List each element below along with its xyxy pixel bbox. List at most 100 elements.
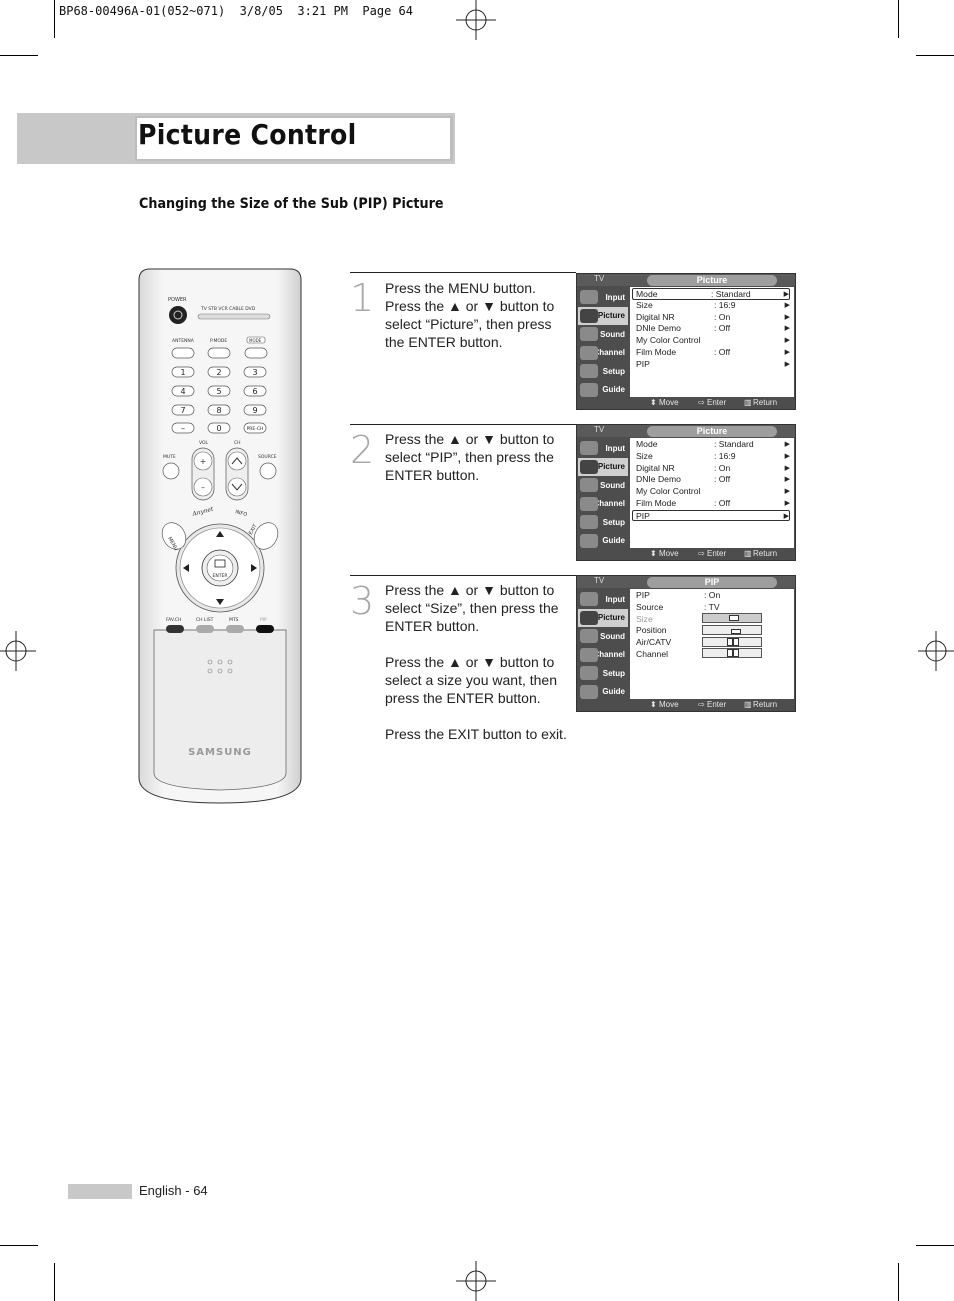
menu-category-icon — [580, 496, 598, 511]
osd-help-bar: ⬍ Move⇨ Enter▥ Return — [629, 398, 795, 410]
osd-help-enter: Enter — [707, 549, 727, 558]
instruction-paragraph: Press the MENU button. Press the ▲ or ▼ … — [385, 280, 555, 350]
arrow-right-icon: ▶ — [784, 337, 790, 345]
osd-sidebar-label: Input — [605, 292, 625, 302]
menu-category-icon — [580, 647, 598, 662]
osd-row-value: : 16:9 — [714, 299, 736, 310]
osd-row-value: : On — [714, 462, 731, 473]
menu-category-icon — [580, 327, 598, 341]
osd-row-label: Size — [636, 613, 653, 624]
menu-category-icon — [580, 345, 598, 360]
remote-control-illustration: POWER TV STB VCR CABLE DVD ANTENNA P.MOD… — [138, 268, 302, 804]
osd-menu-row: PIP▶ — [632, 509, 790, 522]
osd-menu-row: Mode: Standard▶ — [636, 439, 790, 451]
osd-row-label: PIP — [636, 590, 650, 600]
osd-row-value: : On — [714, 311, 731, 322]
osd-row-label: Air/CATV — [636, 637, 672, 648]
osd-sidebar-item: Input — [578, 439, 628, 458]
osd-tv-label: TV — [594, 576, 605, 585]
menu-category-icon — [580, 533, 598, 548]
osd-help-enter: Enter — [707, 398, 727, 407]
osd-menu-row: PIP: On — [636, 590, 790, 602]
osd-help-bar: ⬍ Move⇨ Enter▥ Return — [629, 700, 795, 712]
pip-size-icon — [702, 637, 762, 647]
osd-menu-row: My Color Control▶ — [636, 335, 790, 347]
osd-sidebar-label: Sound — [600, 480, 625, 490]
osd-menu-title: PIP — [647, 577, 777, 588]
osd-row-value: : Standard — [711, 289, 751, 299]
mode-button[interactable] — [244, 347, 268, 359]
crop-mark — [0, 1245, 38, 1246]
osd-sidebar-item: Picture — [578, 306, 628, 325]
menu-category-icon — [580, 610, 598, 625]
osd-sidebar-item: Channel — [578, 495, 628, 514]
osd-sidebar-item: Input — [578, 590, 628, 609]
menu-category-icon — [580, 629, 598, 643]
osd-sidebar-label: Picture — [597, 311, 625, 321]
registration-mark-left — [0, 631, 36, 671]
arrow-right-icon: ▶ — [784, 464, 790, 472]
osd-menu-row: Film Mode: Off▶ — [636, 347, 790, 359]
osd-menu-row: My Color Control▶ — [636, 486, 790, 498]
osd-menu-panel: Mode: Standard▶Size: 16:9▶Digital NR: On… — [630, 438, 794, 548]
svg-text:MTS: MTS — [229, 617, 239, 623]
svg-text:CH LIST: CH LIST — [196, 617, 214, 623]
svg-text:4: 4 — [180, 387, 185, 396]
footer-band — [68, 1184, 132, 1199]
enter-icon: ⇨ — [698, 549, 705, 558]
registration-mark-top — [456, 0, 496, 40]
osd-sidebar-label: Guide — [602, 536, 625, 546]
osd-menu-row: Mode: Standard▶ — [632, 288, 790, 300]
pmode-button[interactable] — [207, 347, 231, 359]
osd-menu-panel: Mode: Standard▶Size: 16:9▶Digital NR: On… — [630, 287, 794, 397]
osd-sidebar-label: Sound — [600, 631, 625, 641]
osd-sidebar-item: Picture — [578, 457, 628, 476]
svg-text:SOURCE: SOURCE — [258, 454, 277, 460]
osd-help-enter: Enter — [707, 700, 727, 709]
power-button[interactable] — [169, 306, 187, 324]
return-icon: ▥ — [744, 398, 752, 407]
arrow-right-icon: ▶ — [783, 512, 789, 520]
svg-text:VOL: VOL — [199, 440, 209, 446]
crop-mark — [916, 1245, 954, 1246]
step-2-rule — [350, 424, 576, 425]
return-icon: ▥ — [744, 549, 752, 558]
menu-category-icon — [580, 441, 598, 455]
step-1-rule — [350, 272, 576, 273]
step-2-text: Press the ▲ or ▼ button to select “PIP”,… — [385, 430, 571, 502]
osd-menu-row: Size — [636, 614, 790, 626]
step-number: 2 — [350, 428, 375, 472]
antenna-button[interactable] — [171, 347, 195, 359]
instruction-paragraph: Press the ▲ or ▼ button to select a size… — [385, 654, 557, 706]
osd-row-label: Source — [636, 601, 664, 612]
osd-sidebar-label: Setup — [602, 366, 625, 376]
menu-category-icon — [580, 382, 598, 397]
osd-row-value: : Off — [714, 474, 731, 485]
enter-icon: ⇨ — [698, 398, 705, 407]
osd-row-label: Digital NR — [636, 311, 675, 322]
svg-text:FAV.CH: FAV.CH — [166, 617, 181, 623]
osd-menu-row: Channel — [636, 649, 790, 661]
power-label: POWER — [168, 297, 187, 303]
svg-text:ENTER: ENTER — [213, 573, 228, 579]
instruction-paragraph: Press the EXIT button to exit. — [385, 726, 567, 742]
svg-text:PIP: PIP — [260, 617, 267, 623]
osd-row-label: Size — [636, 450, 653, 461]
step-number: 3 — [350, 579, 375, 623]
osd-row-value: : Off — [714, 323, 731, 334]
svg-text:1: 1 — [180, 368, 185, 377]
osd-sidebar-label: Channel — [593, 499, 625, 509]
svg-text:9: 9 — [252, 406, 257, 415]
pip-size-icon — [702, 613, 762, 623]
osd-menu-row: Air/CATV — [636, 637, 790, 649]
pip-window-icon — [727, 638, 733, 646]
osd-help-return: Return — [753, 700, 778, 709]
osd-sidebar-label: Input — [605, 443, 625, 453]
svg-text:MUTE: MUTE — [163, 454, 176, 460]
arrow-right-icon: ▶ — [783, 291, 789, 298]
